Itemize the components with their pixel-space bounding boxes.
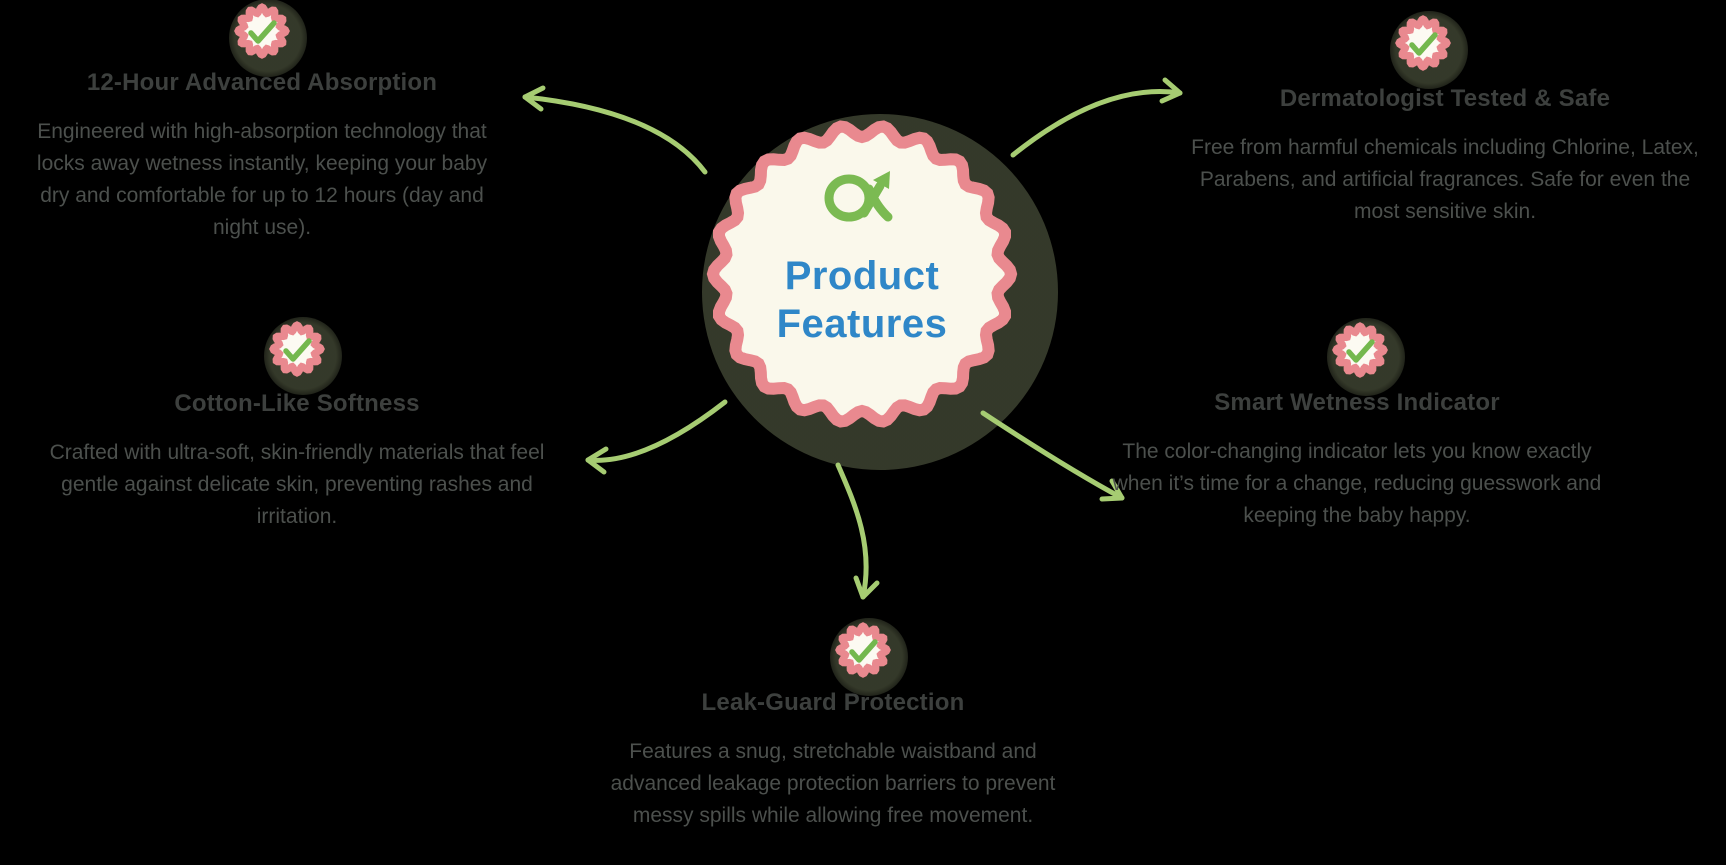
arrowhead-leak: [853, 575, 880, 600]
badge-seal: [1332, 322, 1388, 378]
badge-seal: [835, 622, 891, 678]
arrowhead-dermatologist: [1159, 77, 1183, 104]
arrow-to-dermatologist: [1010, 89, 1183, 158]
check-badge-softness: [269, 321, 325, 377]
feature-description: Free from harmful chemicals including Ch…: [1191, 136, 1699, 223]
check-badge-leak: [835, 622, 891, 678]
badge-seal: [234, 3, 290, 59]
check-badge-dermatologist: [1395, 15, 1451, 71]
center-title-line1: Product: [784, 254, 940, 298]
arrow-to-leak: [835, 462, 869, 600]
feature-title: Leak-Guard Protection: [701, 689, 965, 716]
feature-description: The color-changing indicator lets you kn…: [1112, 440, 1602, 527]
check-badge-absorption: [234, 3, 290, 59]
feature-title: Smart Wetness Indicator: [1214, 389, 1500, 416]
feature-card-absorption: 12-Hour Advanced Absorption Engineered w…: [27, 68, 497, 244]
check-badge-wetness: [1332, 322, 1388, 378]
arrowhead-softness: [585, 446, 609, 475]
feature-card-softness: Cotton-Like Softness Crafted with ultra-…: [47, 389, 547, 533]
feature-title: 12-Hour Advanced Absorption: [86, 69, 438, 96]
feature-description: Features a snug, stretchable waistband a…: [610, 740, 1056, 827]
feature-description: Crafted with ultra-soft, skin-friendly m…: [49, 441, 545, 528]
arrowhead-absorption: [522, 85, 546, 112]
feature-title: Cotton-Like Softness: [174, 390, 420, 417]
center-title: Product Features: [682, 252, 1042, 348]
arrow-to-wetness: [980, 410, 1125, 501]
badge-seal: [1395, 15, 1451, 71]
badge-seal: [269, 321, 325, 377]
feature-title: Dermatologist Tested & Safe: [1279, 85, 1611, 112]
feature-card-dermatologist: Dermatologist Tested & Safe Free from ha…: [1180, 84, 1710, 228]
feature-description: Engineered with high-absorption technolo…: [36, 120, 488, 239]
feature-card-wetness: Smart Wetness Indicator The color-changi…: [1107, 388, 1607, 532]
arrow-to-absorption: [522, 94, 708, 175]
feature-card-leak: Leak-Guard Protection Features a snug, s…: [588, 688, 1078, 832]
arrowhead-wetness: [1099, 478, 1125, 502]
arrow-to-softness: [585, 399, 728, 463]
center-title-line2: Features: [776, 302, 948, 346]
